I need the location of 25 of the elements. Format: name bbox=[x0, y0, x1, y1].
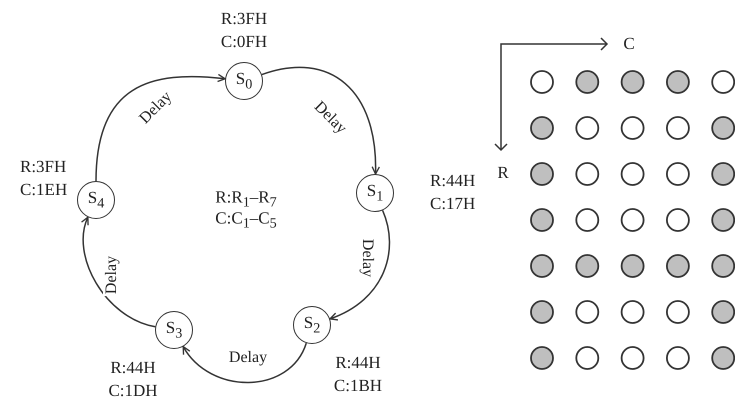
state-circle: S$_{4}$ bbox=[77, 181, 115, 219]
state-circle: S$_{1}$ bbox=[356, 174, 394, 212]
axis-label: R bbox=[497, 162, 509, 184]
state-code: C:1DH bbox=[108, 380, 158, 400]
state-code: R:3FH bbox=[20, 156, 68, 178]
transition-arrow bbox=[329, 210, 390, 320]
transition-arrow bbox=[262, 66, 380, 175]
state-code: C:0FH bbox=[220, 31, 268, 53]
edge-label: Delay bbox=[358, 236, 376, 280]
axis-label: C bbox=[623, 33, 635, 55]
edge-label: Delay bbox=[226, 349, 270, 367]
state-code: C:1EH bbox=[20, 179, 68, 201]
state-code: C:1BH bbox=[334, 375, 382, 397]
state-code: R:44H bbox=[334, 352, 382, 374]
transition-arrow bbox=[81, 216, 156, 328]
state-code: R:44H bbox=[430, 170, 476, 192]
transition-arrow bbox=[95, 74, 226, 182]
state-circle: S$_{2}$ bbox=[293, 306, 331, 344]
state-code: C:17H bbox=[430, 193, 476, 215]
state-code: R:3FH bbox=[220, 8, 268, 30]
edge-label: Delay bbox=[103, 254, 121, 296]
transition-arrow bbox=[182, 342, 307, 384]
state-circle: S$_{0}$ bbox=[225, 62, 263, 100]
state-code: R:44H bbox=[109, 357, 157, 379]
state-circle: S$_{3}$ bbox=[155, 311, 193, 349]
